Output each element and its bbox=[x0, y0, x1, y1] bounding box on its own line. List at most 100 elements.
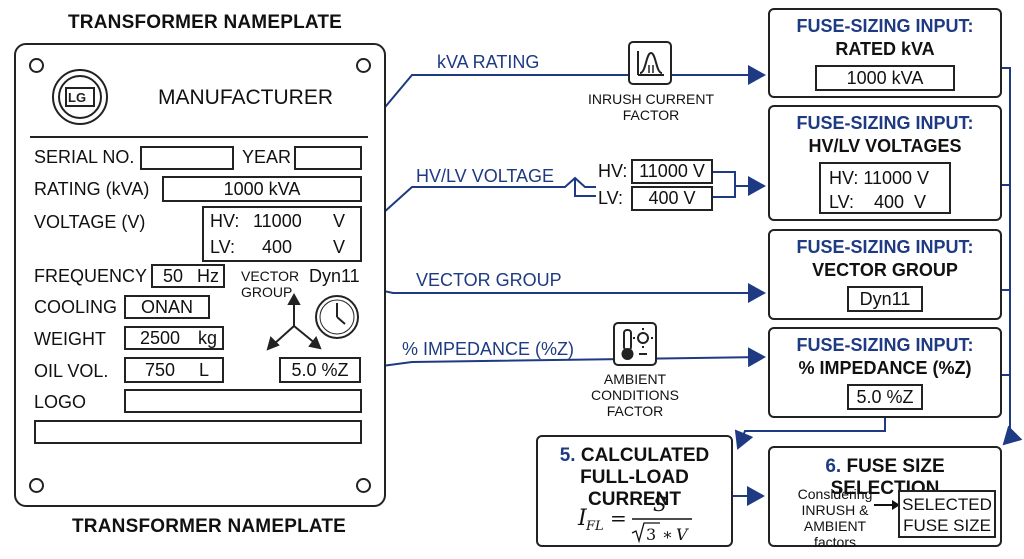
frequency-value: 50 bbox=[163, 266, 184, 286]
card-subheading: % IMPEDANCE (%Z) bbox=[798, 358, 972, 378]
split-lv-value: 400 V bbox=[631, 186, 713, 211]
svg-text:=: = bbox=[610, 506, 627, 530]
oil-field bbox=[124, 357, 224, 383]
oil-unit: L bbox=[199, 360, 210, 380]
thermometer-sun-icon bbox=[613, 322, 657, 366]
card-subheading: VECTOR GROUP bbox=[812, 260, 958, 280]
voltage-field bbox=[202, 206, 362, 262]
card-value: 1000 kVA bbox=[815, 65, 955, 91]
fuse-title: 6. FUSE SIZE SELECTION bbox=[770, 456, 1000, 500]
flow-label-kva: kVA RATING bbox=[437, 52, 540, 72]
frequency-field bbox=[151, 264, 225, 288]
svg-text:3: 3 bbox=[646, 525, 656, 544]
card-heading: FUSE-SIZING INPUT: bbox=[796, 335, 974, 355]
card-vector-group: FUSE-SIZING INPUT: VECTOR GROUP Dyn11 bbox=[768, 229, 1002, 320]
line-voltage-out bbox=[712, 171, 766, 196]
card-heading: FUSE-SIZING INPUT: bbox=[796, 237, 974, 257]
lv-unit: V bbox=[333, 237, 346, 257]
svg-text:I: I bbox=[577, 506, 588, 531]
calc-title-a: 5. CALCULATED bbox=[538, 445, 731, 467]
ambient-factor-label: AMBIENT CONDITIONS FACTOR bbox=[591, 371, 679, 419]
logo-label: LOGO bbox=[34, 392, 87, 412]
line-to-calc bbox=[734, 418, 886, 450]
inrush-factor-label: INRUSH CURRENT FACTOR bbox=[588, 91, 714, 123]
weight-field bbox=[124, 326, 224, 350]
screw-icon bbox=[29, 478, 44, 493]
card-fuse-selection: 6. FUSE SIZE SELECTION Considering INRUS… bbox=[768, 446, 1002, 550]
year-field bbox=[294, 146, 362, 170]
manufacturer-label: MANUFACTURER bbox=[158, 86, 334, 109]
vector-group-label: VECTOR GROUP bbox=[241, 268, 300, 300]
card-calculated-current: 5. CALCULATED FULL-LOAD CURRENT I FL = S… bbox=[536, 435, 733, 547]
screw-icon bbox=[356, 58, 371, 73]
formula-full-load-current: I FL = S 3 ∗ V bbox=[577, 492, 692, 544]
serial-label: SERIAL NO. bbox=[34, 147, 135, 167]
hv-value: 11000 bbox=[253, 211, 302, 231]
card-voltage-values: HV: 11000 V LV: 400 V bbox=[819, 162, 951, 214]
card-heading: FUSE-SIZING INPUT: bbox=[796, 113, 974, 133]
serial-field bbox=[140, 146, 234, 170]
lv-label: LV: bbox=[210, 237, 236, 257]
svg-text:LG: LG bbox=[68, 90, 86, 105]
fuse-considering-text: Considering INRUSH & AMBIENT factors bbox=[797, 486, 873, 550]
hv-label: HV: bbox=[210, 211, 240, 231]
vector-group-value: Dyn11 bbox=[309, 266, 360, 286]
svg-text:S: S bbox=[653, 492, 667, 516]
svg-text:∗: ∗ bbox=[662, 525, 673, 544]
oil-value: 750 bbox=[145, 360, 176, 380]
oil-label: OIL VOL. bbox=[34, 361, 109, 381]
line-voltage bbox=[361, 176, 596, 233]
frequency-label: FREQUENCY bbox=[34, 266, 148, 286]
line-right-down bbox=[1002, 67, 1023, 446]
blank-field bbox=[34, 420, 362, 444]
divider bbox=[30, 136, 368, 138]
card-impedance: FUSE-SIZING INPUT: % IMPEDANCE (%Z) 5.0 … bbox=[768, 327, 1002, 418]
card-voltages: FUSE-SIZING INPUT: HV/LV VOLTAGES HV: 11… bbox=[768, 105, 1002, 221]
nameplate-title-bottom: TRANSFORMER NAMEPLATE bbox=[72, 516, 347, 537]
cooling-label: COOLING bbox=[34, 297, 118, 317]
card-value: 5.0 %Z bbox=[847, 384, 923, 410]
calc-step-number: 5. bbox=[559, 445, 576, 466]
split-hv-value: 11000 V bbox=[631, 159, 713, 184]
screw-icon bbox=[29, 58, 44, 73]
card-lv: LV: 400 V bbox=[829, 192, 927, 212]
split-hv-label: HV: bbox=[598, 161, 628, 181]
card-heading: FUSE-SIZING INPUT: bbox=[796, 16, 974, 36]
year-label: YEAR bbox=[242, 147, 292, 167]
frequency-unit: Hz bbox=[197, 266, 219, 286]
screw-icon bbox=[356, 478, 371, 493]
svg-text:V: V bbox=[676, 525, 689, 544]
weight-unit: kg bbox=[198, 328, 218, 348]
hv-unit: V bbox=[333, 211, 346, 231]
lv-value: 400 bbox=[262, 237, 293, 257]
chart-icon bbox=[628, 41, 672, 85]
voltage-label: VOLTAGE (V) bbox=[34, 212, 146, 232]
rating-label: RATING (kVA) bbox=[34, 179, 150, 199]
weight-value: 2500 bbox=[140, 328, 181, 348]
card-hv: HV: 11000 V bbox=[829, 168, 930, 188]
split-lv-label: LV: bbox=[598, 188, 624, 208]
weight-label: WEIGHT bbox=[34, 329, 106, 349]
flow-label-impedance: % IMPEDANCE (%Z) bbox=[402, 339, 575, 359]
calc-title-text: CALCULATED bbox=[580, 445, 710, 466]
rating-field: 1000 kVA bbox=[162, 176, 362, 202]
flow-label-voltage: HV/LV VOLTAGE bbox=[416, 166, 555, 186]
fuse-step-number: 6. bbox=[825, 456, 842, 477]
cooling-field: ONAN bbox=[124, 295, 210, 319]
arrow-right-icon bbox=[874, 500, 900, 510]
card-value: Dyn11 bbox=[847, 286, 923, 312]
fuse-title-text: FUSE SIZE SELECTION bbox=[830, 456, 945, 499]
card-subheading: HV/LV VOLTAGES bbox=[808, 136, 962, 156]
svg-text:FL: FL bbox=[585, 519, 604, 534]
card-rated-kva: FUSE-SIZING INPUT: RATED kVA 1000 kVA bbox=[768, 8, 1002, 98]
calc-title-b: FULL-LOAD CURRENT bbox=[580, 467, 689, 510]
flow-label-vector: VECTOR GROUP bbox=[416, 270, 562, 290]
impedance-field: 5.0 %Z bbox=[279, 357, 361, 383]
card-subheading: RATED kVA bbox=[835, 39, 935, 59]
logo-field bbox=[124, 389, 362, 413]
nameplate-title-top: TRANSFORMER NAMEPLATE bbox=[68, 12, 343, 33]
selected-fuse-size: SELECTED FUSE SIZE bbox=[898, 490, 996, 538]
